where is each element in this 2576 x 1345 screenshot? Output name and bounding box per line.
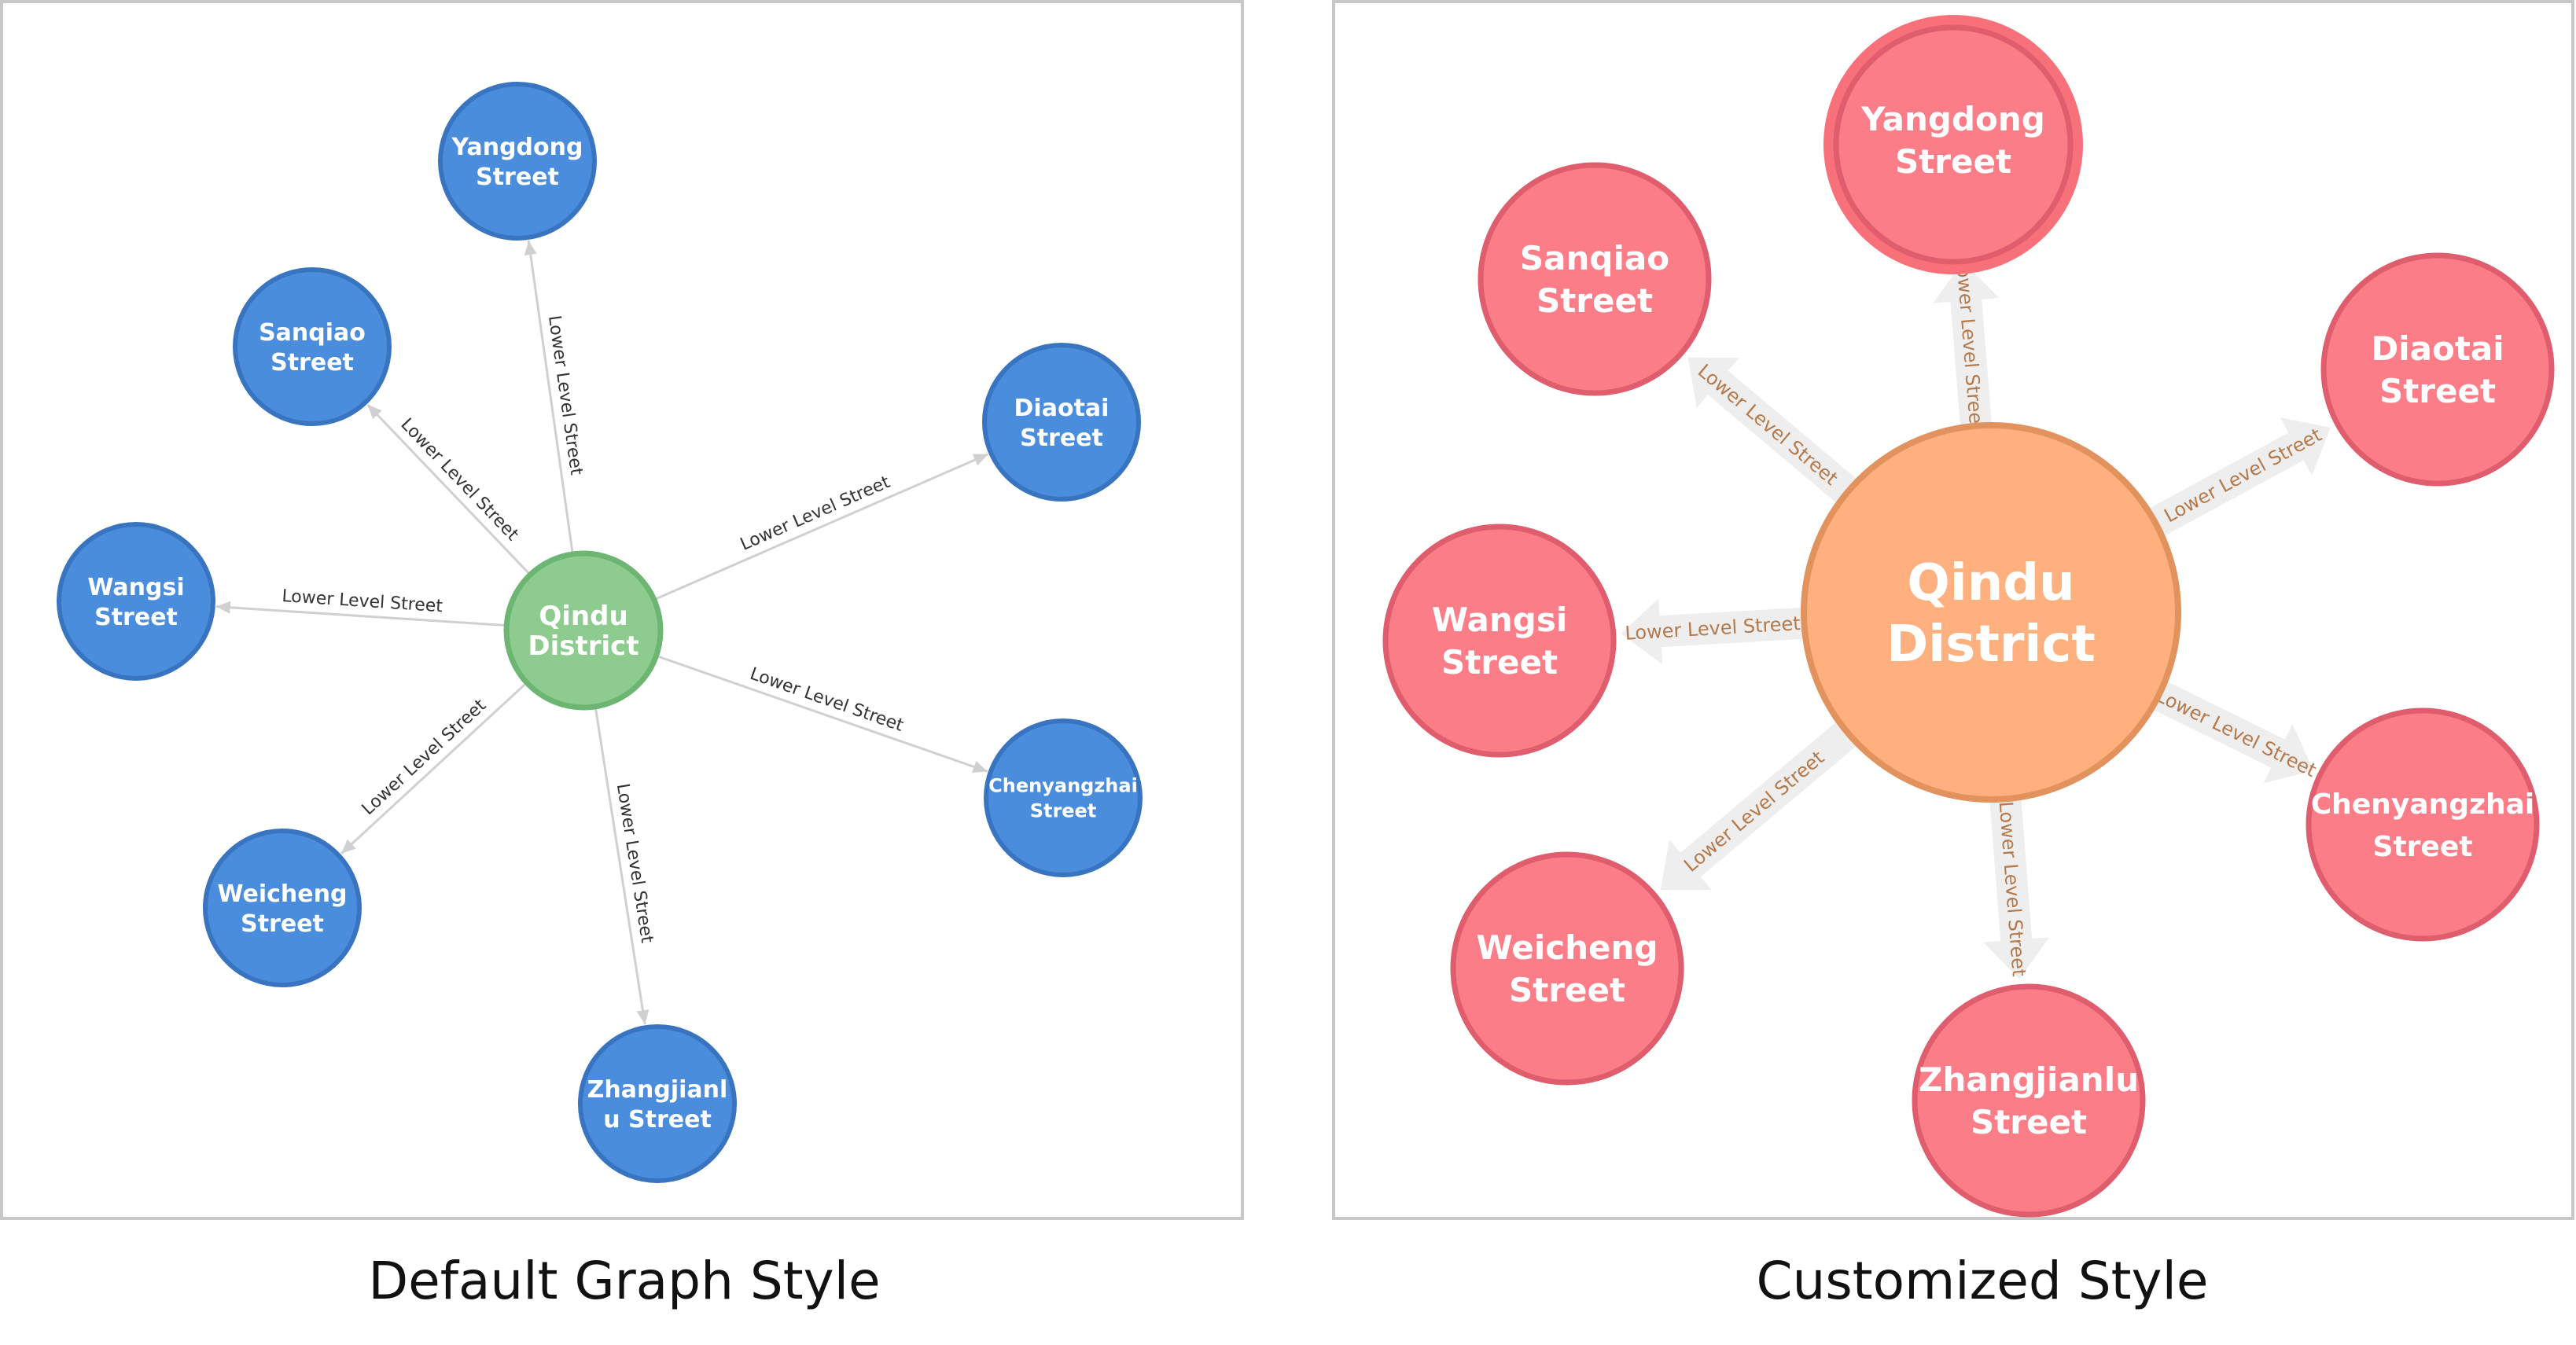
edge-wangsi[interactable]: Lower Level Street (1621, 598, 1805, 665)
edge-line (215, 605, 507, 627)
edge-arrow (1660, 720, 1858, 891)
node-label: Sanqiao (259, 319, 366, 347)
node-circle (982, 343, 1141, 502)
edge-line (527, 240, 574, 555)
node-label: Yangdong (451, 134, 583, 161)
edge-arrow (1621, 598, 1805, 665)
node-label: Weicheng (218, 880, 348, 908)
node-label: Chenyangzhai (2311, 788, 2534, 821)
node-label: Street (270, 349, 354, 377)
node-circle (1801, 422, 2181, 803)
edge-arrow (1983, 797, 2050, 979)
node-label: u Street (603, 1106, 712, 1134)
node-label: Street (1971, 1103, 2087, 1141)
arrowhead-icon (367, 404, 382, 420)
edge-line (340, 682, 528, 854)
edge-line (594, 706, 646, 1025)
node-zhangjianlu[interactable]: Zhangjianlu Street (578, 1024, 737, 1183)
default-style-caption: Default Graph Style (368, 1251, 880, 1311)
node-label: Street (1536, 281, 1653, 320)
node-circle (578, 1024, 737, 1183)
node-circle (1450, 851, 1684, 1086)
node-circle (233, 267, 392, 426)
node-label: District (528, 630, 638, 662)
arrowhead-icon (636, 1009, 650, 1025)
node-label: Street (1030, 800, 1097, 822)
node-label: Zhangjianl (587, 1076, 728, 1104)
node-label: Yangdong (1860, 100, 2045, 138)
edge-line (656, 654, 988, 773)
node-label: Wangsi (87, 574, 184, 601)
edge-arrow (1687, 357, 1858, 505)
node-circle (1478, 162, 1712, 396)
node-label: Street (1509, 971, 1625, 1009)
node-label: Weicheng (1477, 928, 1658, 967)
node-label: Street (1020, 424, 1103, 452)
node-label: Street (2373, 831, 2473, 863)
node-circle (1833, 24, 2074, 265)
node-label: Street (1895, 142, 2011, 181)
edge-line (653, 453, 989, 601)
node-label: Zhangjianlu (1919, 1060, 2139, 1099)
node-label: Street (476, 164, 559, 191)
node-circle (1912, 983, 2146, 1218)
arrowhead-icon (215, 601, 231, 614)
node-circle (203, 829, 362, 987)
node-circle (2320, 252, 2555, 487)
node-label: Street (2379, 372, 2496, 410)
node-label: Chenyangzhai (988, 775, 1138, 797)
edge-arrow (1933, 261, 2000, 428)
edge-arrow (2147, 417, 2331, 537)
edge-line (366, 403, 532, 576)
node-label: Street (94, 604, 178, 631)
node-label: Wangsi (1432, 601, 1568, 639)
node-label: Qindu (539, 601, 627, 632)
node-label: Diaotai (2371, 329, 2504, 368)
arrowhead-icon (972, 760, 988, 773)
edge-arrow (2151, 681, 2313, 784)
node-circle (438, 82, 597, 241)
node-label: Street (241, 910, 324, 938)
node-label: District (1886, 616, 2096, 674)
node-circle (57, 522, 215, 681)
arrowhead-icon (524, 241, 537, 255)
node-label: Diaotai (1014, 395, 1110, 422)
arrowhead-icon (341, 839, 356, 854)
node-label: Qindu (1907, 554, 2074, 612)
node-label: Street (1441, 643, 1558, 682)
arrowhead-icon (972, 454, 988, 466)
node-label: Sanqiao (1520, 239, 1669, 277)
node-circle (503, 550, 664, 711)
node-circle (1382, 524, 1617, 758)
customized-style-caption: Customized Style (1756, 1251, 2208, 1311)
node-circle (2306, 707, 2540, 942)
node-circle (984, 718, 1143, 877)
